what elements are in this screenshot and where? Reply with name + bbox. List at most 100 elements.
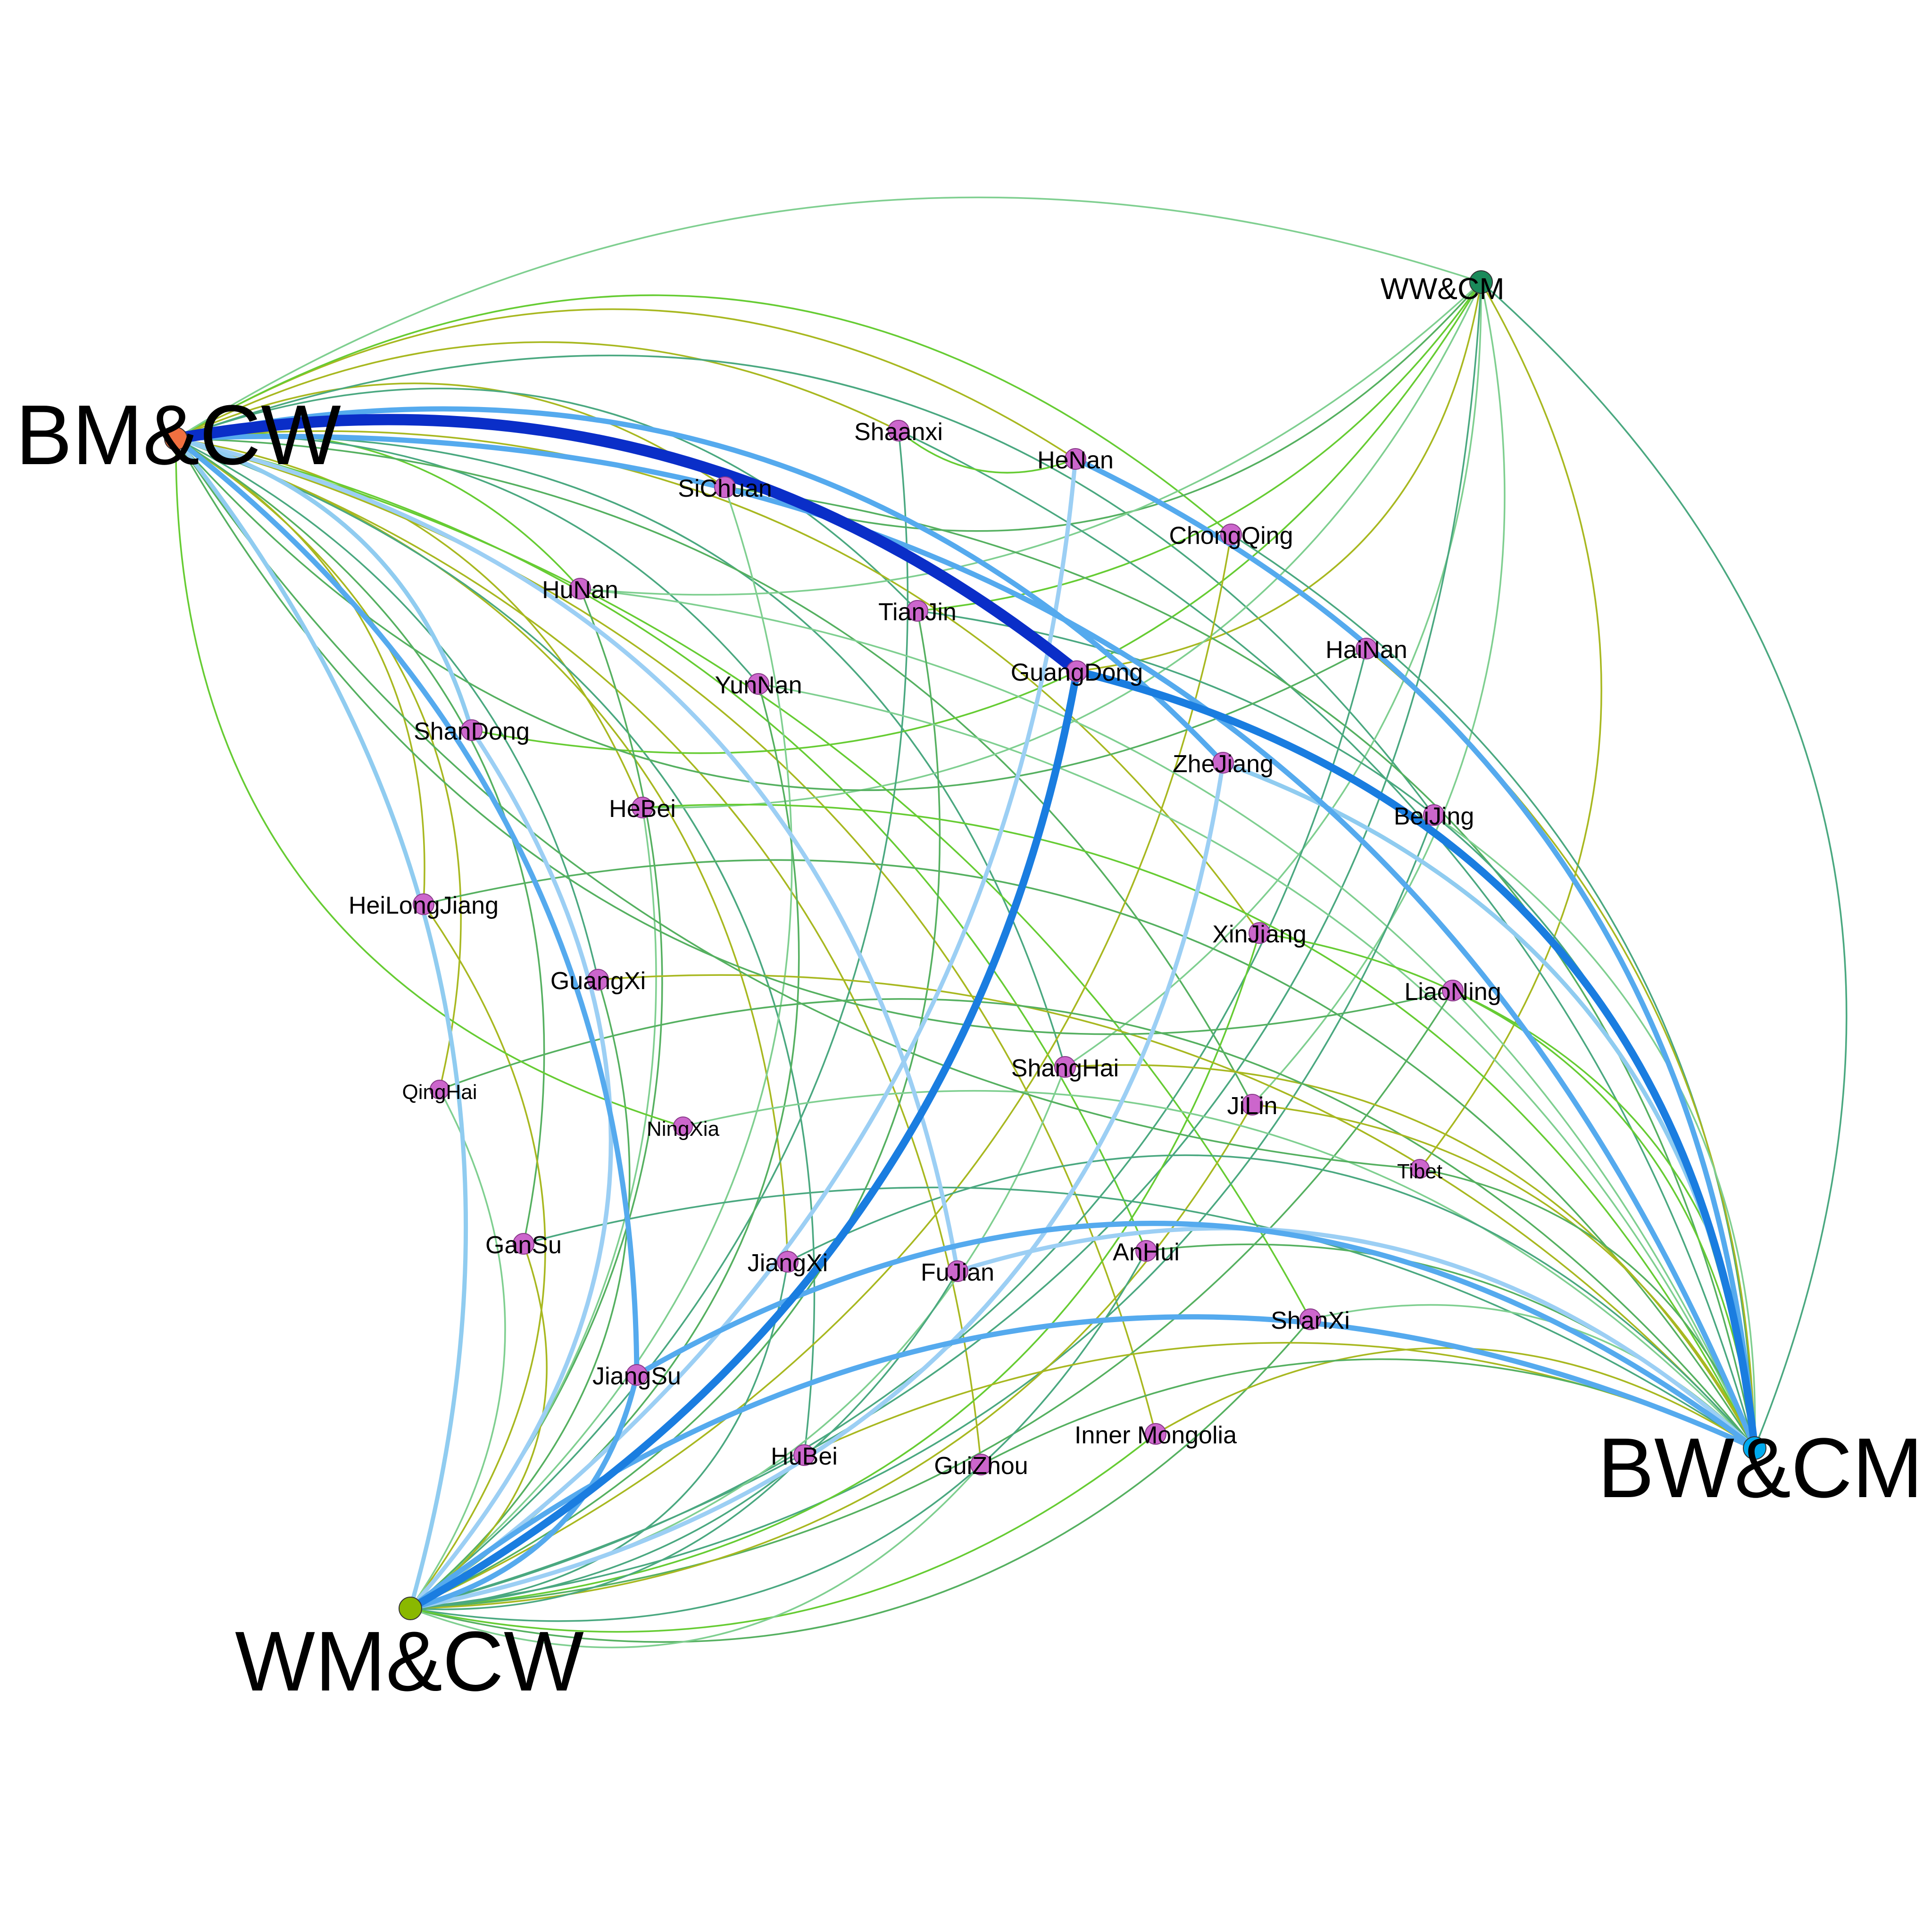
node-jilin [1241, 1094, 1263, 1116]
label-shanxi: ShanXi [1271, 1307, 1350, 1334]
edge-hunan-bwcm [579, 588, 1756, 1449]
edge-hebei-bwcm [641, 804, 1756, 1449]
node-jiangxi [777, 1251, 799, 1273]
edge-gansu-bwcm [523, 1186, 1756, 1449]
node-xinjiang [1249, 922, 1270, 944]
edge-shaanxi-wmcw [409, 430, 909, 1609]
hub-node-wmcw [399, 1597, 422, 1620]
edge-heilongjiang-wmcw [409, 903, 546, 1609]
edges-layer [170, 196, 1848, 1649]
edge-bmcw-zhejiang [173, 406, 1226, 766]
node-qinghai [430, 1080, 450, 1099]
node-anhui [1135, 1240, 1157, 1262]
node-fujian [947, 1260, 968, 1282]
edge-bmcw-wwcm [175, 196, 1482, 440]
edge-bmcw-xinjiang [175, 430, 1260, 934]
label-tianjin: TianJin [878, 599, 957, 626]
label-tibet: Tibet [1397, 1160, 1442, 1183]
node-tibet [1410, 1159, 1430, 1179]
edge-bmcw-shandong [174, 436, 474, 733]
node-sichuan [714, 476, 736, 498]
label-shanghai: ShangHai [1011, 1055, 1119, 1082]
node-ningxia [673, 1116, 693, 1136]
edge-henan-shaanxi [898, 430, 1076, 474]
edge-xinjiang-bwcm [1258, 932, 1756, 1449]
labels-layer: ShaanxiHeNanSiChuanChongQingHuNanTianJin… [16, 272, 1923, 1709]
label-guangdong: GuangDong [1011, 659, 1143, 686]
label-anhui: AnHui [1113, 1239, 1180, 1266]
label-shaanxi: Shaanxi [854, 418, 943, 446]
edge-yunnan-bwcm [758, 683, 1756, 1449]
edge-sichuan-wmcw [409, 486, 793, 1609]
edge-fujian-bwcm [955, 1226, 1757, 1450]
node-hebei [632, 797, 653, 818]
label-fujian: FuJian [921, 1259, 994, 1286]
node-jiangsu [626, 1364, 648, 1386]
edge-bmcw-chongqing [175, 294, 1232, 535]
node-henan [1065, 448, 1086, 470]
edge-shanghai-bwcm [1064, 1064, 1756, 1449]
edge-jilin-bwcm [1251, 1104, 1756, 1449]
edge-bmcw-inner-mongolia [175, 438, 1157, 1435]
edge-bmcw-tianjin [175, 387, 918, 612]
edge-tianjin-wmcw [409, 610, 941, 1609]
edge-henan-bwcm [1073, 456, 1757, 1451]
node-hunan [569, 578, 591, 600]
edge-shanxi-wmcw [409, 1318, 1311, 1643]
edge-shandong-wmcw [408, 728, 613, 1611]
node-beijing [1423, 804, 1445, 826]
node-hainan [1356, 638, 1377, 659]
hub-node-bmcw [164, 427, 188, 450]
edge-wwcm-hebei [641, 281, 1482, 809]
edge-bmcw-fujian [174, 436, 960, 1274]
node-gansu [513, 1233, 534, 1255]
node-guizhou [970, 1454, 992, 1475]
label-hubei: HuBei [771, 1443, 838, 1470]
hub-label-bmcw: BM&CW [16, 388, 341, 483]
hub-node-bwcm [1743, 1436, 1766, 1460]
edge-qinghai-wmcw [409, 1089, 506, 1609]
label-gansu: GanSu [485, 1232, 562, 1259]
edge-bmcw-jiangsu [173, 436, 640, 1378]
hub-label-bwcm: BW&CM [1598, 1421, 1923, 1516]
label-hunan: HuNan [542, 576, 618, 604]
label-zhejiang: ZheJiang [1173, 750, 1274, 778]
node-shandong [461, 719, 483, 741]
edge-guangxi-bwcm [597, 974, 1756, 1449]
edge-gansu-wmcw [409, 1243, 548, 1609]
edge-bmcw-henan [175, 308, 1076, 460]
label-hebei: HeBei [609, 795, 676, 823]
node-shaanxi [888, 420, 909, 441]
hub-node-wwcm [1469, 270, 1493, 294]
node-tianjin [907, 600, 928, 622]
label-xinjiang: XinJiang [1212, 921, 1306, 948]
edge-bmcw-heilongjiang [175, 438, 425, 905]
edge-jiangxi-bwcm [787, 1154, 1756, 1449]
label-ningxia: NingXia [647, 1117, 720, 1141]
edge-ningxia-bwcm [682, 1090, 1756, 1449]
edge-guangdong-wmcw [407, 667, 1081, 1612]
label-chongqing: ChongQing [1169, 522, 1293, 550]
edge-bmcw-bwcm [173, 433, 1757, 1451]
label-jilin: JiLin [1227, 1092, 1278, 1120]
edge-wwcm-guangdong [1076, 281, 1482, 672]
edge-henan-wmcw [408, 457, 1078, 1611]
node-guangxi [587, 969, 609, 991]
node-shanxi [1299, 1308, 1321, 1330]
edge-bmcw-jiangxi [175, 438, 789, 1263]
hub-label-wmcw: WM&CW [235, 1614, 584, 1709]
label-liaoning: LiaoNing [1404, 978, 1501, 1006]
edge-bmcw-guangxi [175, 438, 599, 981]
edge-zhejiang-bwcm [1221, 760, 1757, 1450]
edge-zhejiang-wmcw [408, 760, 1225, 1611]
edge-jiangsu-bwcm [634, 1221, 1757, 1451]
label-jiangxi: JiangXi [748, 1249, 828, 1277]
label-heilongjiang: HeiLongJiang [349, 892, 499, 919]
label-qinghai: QingHai [402, 1081, 477, 1104]
label-hainan: HaiNan [1325, 636, 1407, 664]
edge-wwcm-shandong [471, 281, 1482, 754]
edge-wwcm-bwcm [1480, 281, 1848, 1449]
edge-shaanxi-bwcm [898, 430, 1756, 1449]
label-inner-mongolia: Inner Mongolia [1074, 1422, 1237, 1449]
